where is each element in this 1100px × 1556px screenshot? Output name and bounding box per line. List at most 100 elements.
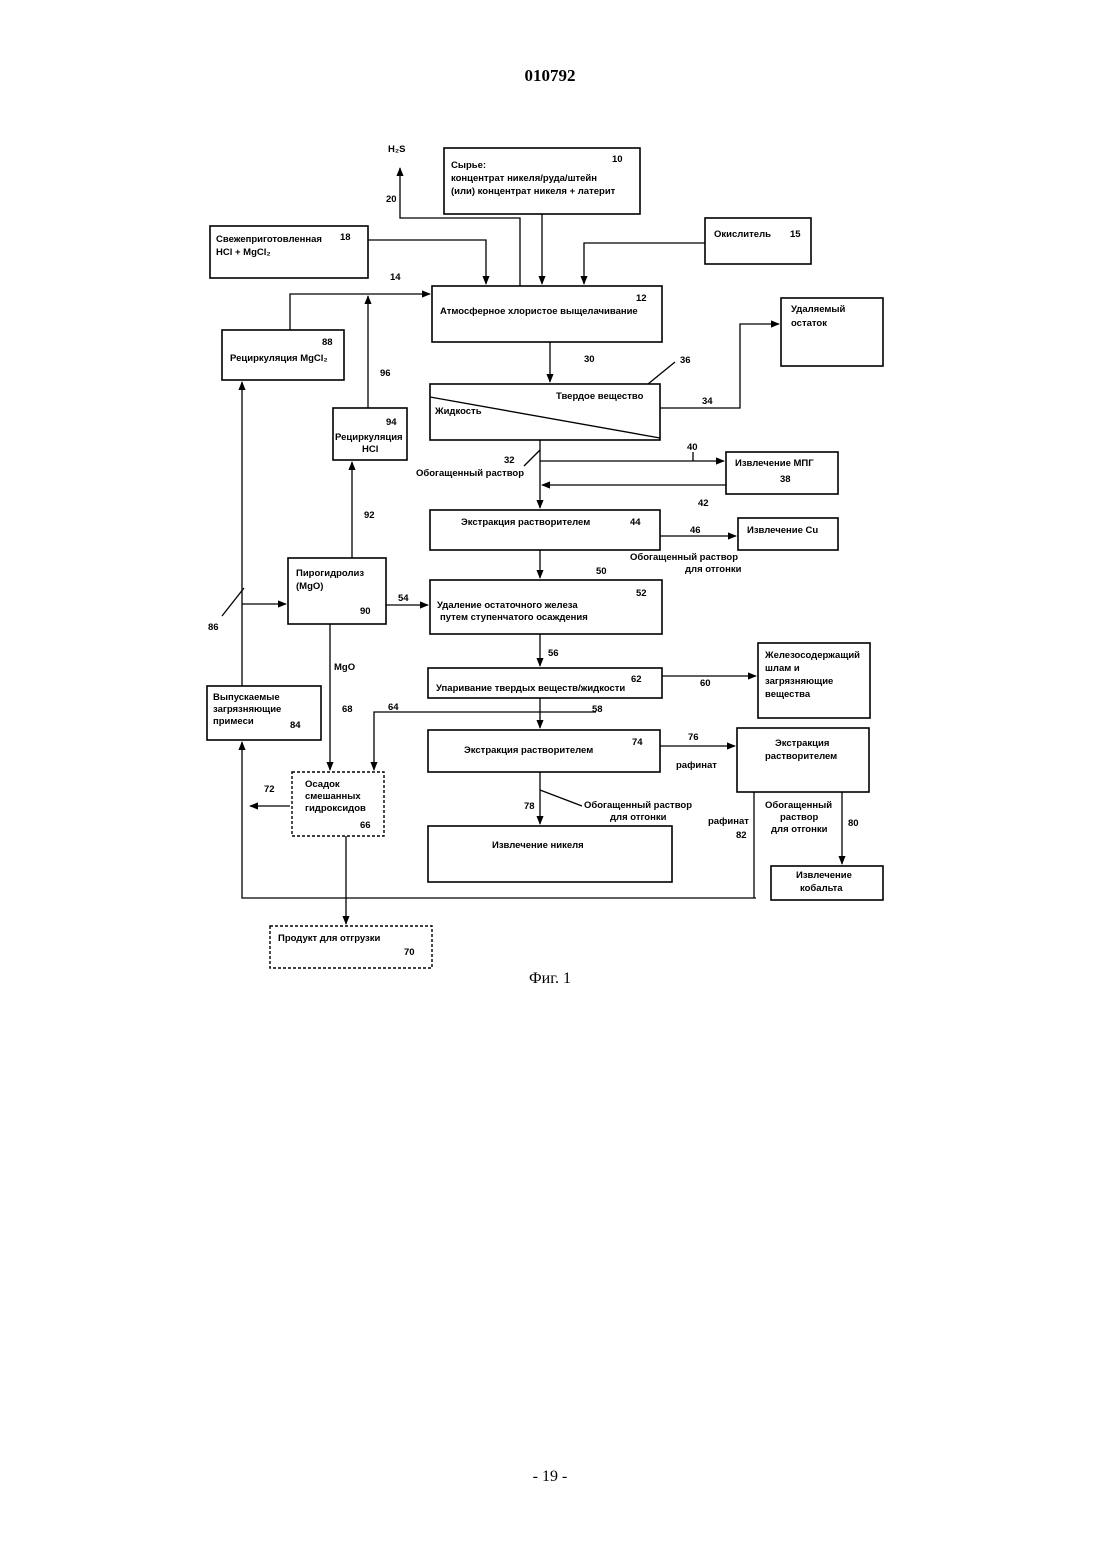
box-co-line-1: Извлечение — [796, 870, 852, 881]
label-14: 14 — [390, 272, 401, 283]
box-nickel: Извлечение никеля — [428, 826, 672, 882]
box-mgcl2-line-1: Рециркуляция MgCl₂ — [230, 353, 328, 364]
label-36: 36 — [680, 355, 691, 366]
label-46: 46 — [690, 525, 701, 536]
box-sx3-line-1: Экстракция — [775, 738, 829, 749]
label-96: 96 — [380, 368, 391, 379]
box-fresh-line-1: Свежеприготовленная — [216, 234, 322, 245]
box-leach-num: 12 — [636, 293, 647, 304]
box-fe-num: 52 — [636, 588, 647, 599]
box-hcl-line-1: Рециркуляция — [335, 432, 403, 443]
label-86: 86 — [208, 622, 219, 633]
box-pgm: Извлечение МПГ 38 — [726, 452, 838, 494]
label-34: 34 — [702, 396, 713, 407]
box-bleed-line-3: примеси — [213, 716, 254, 727]
box-oxidant-num: 15 — [790, 229, 801, 240]
label-42: 42 — [698, 498, 709, 509]
box-feed-line-2: концентрат никеля/руда/штейн — [451, 173, 597, 184]
box-sludge-line-1: Железосодержащий — [764, 650, 860, 661]
box-fresh-line-2: HCl + MgCl₂ — [216, 247, 271, 258]
pointer-32 — [524, 450, 540, 466]
box-fe-line-1: Удаление остаточного железа — [437, 600, 578, 611]
box-fresh-num: 18 — [340, 232, 351, 243]
box-oxidant-line-1: Окислитель — [714, 229, 771, 240]
box-sx1-num: 44 — [630, 517, 641, 528]
box-co-line-2: кобальта — [800, 883, 843, 894]
label-64: 64 — [388, 702, 399, 713]
label-enriched-strip-2a: Обогащенный раствор — [584, 800, 692, 811]
label-58: 58 — [592, 704, 603, 715]
label-72: 72 — [264, 784, 275, 795]
label-30: 30 — [584, 354, 595, 365]
box-separation: Твердое вещество Жидкость — [430, 384, 660, 440]
box-fe-line-2: путем ступенчатого осаждения — [440, 612, 588, 623]
box-residue: Удаляемый остаток — [781, 298, 883, 366]
box-product-num: 70 — [404, 947, 415, 958]
label-raffinate-1: рафинат — [676, 760, 717, 771]
label-60: 60 — [700, 678, 711, 689]
label-92: 92 — [364, 510, 375, 521]
box-mgcl2-num: 88 — [322, 337, 333, 348]
box-sludge-line-3: загрязняющие — [765, 676, 833, 687]
box-feed: Сырье: концентрат никеля/руда/штейн (или… — [444, 148, 640, 214]
box-pyro-line-1: Пирогидролиз — [296, 568, 364, 579]
box-pgm-num: 38 — [780, 474, 791, 485]
box-leach: Атмосферное хлористое выщелачивание 12 — [432, 286, 662, 342]
figure-caption: Фиг. 1 — [0, 970, 1100, 988]
label-raffinate-2: рафинат — [708, 816, 749, 827]
box-cu: Извлечение Cu — [738, 518, 838, 550]
box-pyrohydrolysis: Пирогидролиз (MgO) 90 — [288, 558, 386, 624]
box-sx2-num: 74 — [632, 737, 643, 748]
box-sx3-line-2: растворителем — [765, 751, 837, 762]
box-mixed-hydroxide: Осадок смешанных гидроксидов 66 — [292, 772, 384, 836]
box-sludge-line-4: вещества — [765, 689, 811, 700]
box-sx2-line-1: Экстракция растворителем — [464, 745, 593, 756]
box-bleed-line-2: загрязняющие — [213, 704, 281, 715]
label-76: 76 — [688, 732, 699, 743]
label-enriched: Обогащенный раствор — [416, 468, 524, 479]
label-enriched-strip-3c: для отгонки — [771, 824, 828, 835]
box-sludge-line-2: шлам и — [765, 663, 800, 674]
flow-34-solid-to-residue — [660, 324, 779, 408]
label-56: 56 — [548, 648, 559, 659]
box-pgm-line-1: Извлечение МПГ — [735, 458, 814, 469]
box-sx3: Экстракция растворителем — [737, 728, 869, 792]
box-mhp-num: 66 — [360, 820, 371, 831]
box-ni-line-1: Извлечение никеля — [492, 840, 584, 851]
box-feed-num: 10 — [612, 154, 623, 165]
box-mhp-line-3: гидроксидов — [305, 803, 366, 814]
pointer-86 — [222, 588, 244, 616]
box-mhp-line-2: смешанных — [305, 791, 361, 802]
label-enriched-strip-2b: для отгонки — [610, 812, 667, 823]
label-enriched-strip-1a: Обогащенный раствор — [630, 552, 738, 563]
label-78: 78 — [524, 801, 535, 812]
box-mgcl2-recycle: Рециркуляция MgCl₂ 88 — [222, 330, 344, 380]
box-bleed: Выпускаемые загрязняющие примеси 84 — [207, 686, 321, 740]
separation-liquid-label: Жидкость — [434, 406, 482, 417]
box-sx1-line-1: Экстракция растворителем — [461, 517, 590, 528]
pointer-36 — [648, 362, 675, 384]
label-50: 50 — [596, 566, 607, 577]
label-54: 54 — [398, 593, 409, 604]
box-pyro-line-2: (MgO) — [296, 581, 323, 592]
label-40: 40 — [687, 442, 698, 453]
box-product: Продукт для отгрузки 70 — [270, 926, 432, 968]
box-hcl-recycle: 94 Рециркуляция HCl — [333, 408, 407, 460]
label-h2s: H₂S — [388, 144, 405, 155]
box-sx1: Экстракция растворителем 44 — [430, 510, 660, 550]
label-32: 32 — [504, 455, 515, 466]
box-bleed-line-1: Выпускаемые — [213, 692, 280, 703]
box-iron-sludge: Железосодержащий шлам и загрязняющие вещ… — [758, 643, 870, 718]
box-evaporation: Упаривание твердых веществ/жидкости 62 — [428, 668, 662, 698]
box-feed-line-3: (или) концентрат никеля + латерит — [451, 186, 616, 197]
label-enriched-strip-3b: раствор — [780, 812, 819, 823]
box-bleed-num: 84 — [290, 720, 301, 731]
box-evap-line-1: Упаривание твердых веществ/жидкости — [436, 683, 625, 694]
box-residue-line-1: Удаляемый — [791, 304, 846, 315]
label-80: 80 — [848, 818, 859, 829]
label-enriched-strip-1b: для отгонки — [685, 564, 742, 575]
box-feed-line-1: Сырье: — [451, 160, 486, 171]
label-82: 82 — [736, 830, 747, 841]
box-residue-line-2: остаток — [791, 318, 827, 329]
